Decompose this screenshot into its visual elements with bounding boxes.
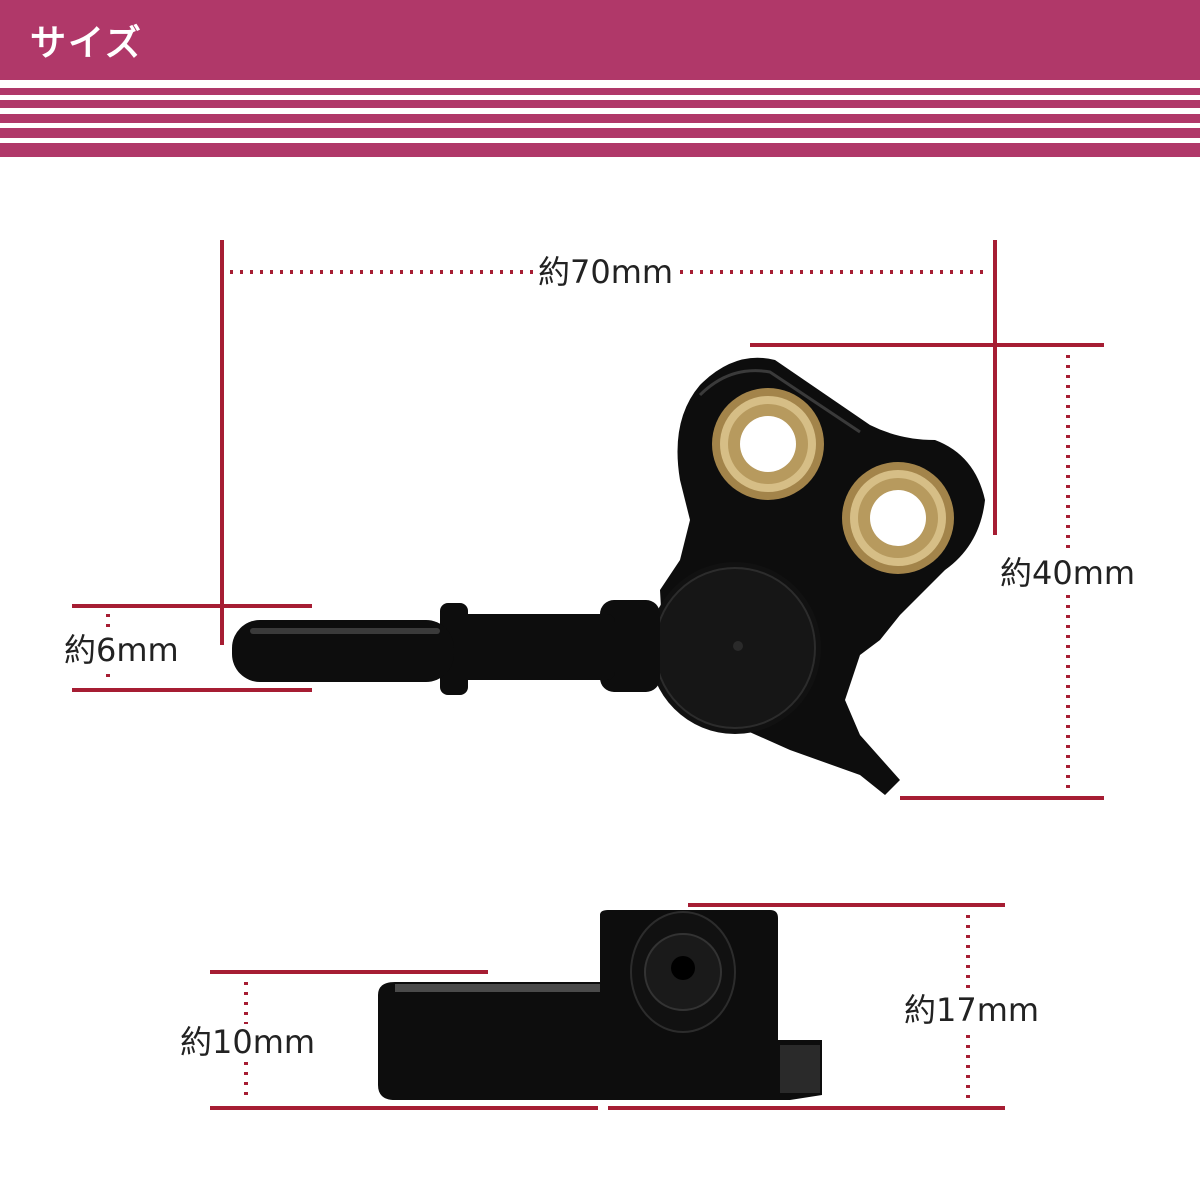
width-label: 約70mm bbox=[534, 256, 678, 288]
part-side-view bbox=[378, 910, 822, 1100]
header-stripe bbox=[0, 100, 1200, 108]
side-height-small-label: 約10mm bbox=[178, 1023, 318, 1061]
height-label: 約40mm bbox=[998, 554, 1138, 592]
header-bar: サイズ bbox=[0, 0, 1200, 80]
pin-diameter-label: 約6mm bbox=[62, 631, 181, 669]
header-stripe bbox=[0, 143, 1200, 157]
part-top-view bbox=[232, 357, 985, 795]
page-title: サイズ bbox=[30, 23, 143, 64]
header-stripe bbox=[0, 128, 1200, 138]
header-stripe bbox=[0, 114, 1200, 123]
side-height-total-label: 約17mm bbox=[902, 991, 1042, 1029]
header-stripe bbox=[0, 88, 1200, 95]
